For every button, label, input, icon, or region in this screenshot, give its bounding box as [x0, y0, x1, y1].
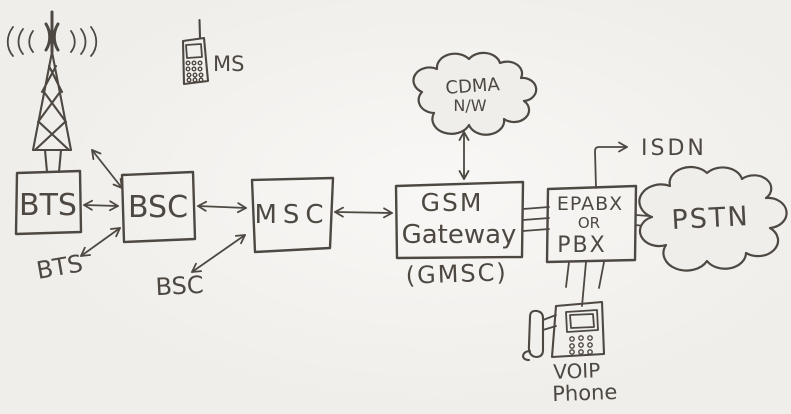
- voip-keypad: [569, 335, 593, 355]
- tower-lattice-icon: [31, 50, 73, 174]
- arrow-msc-other-bsc: [191, 234, 246, 273]
- pstn-cloud: [638, 165, 788, 272]
- arrow-bts-bsc: [83, 199, 119, 212]
- isdn-label: ISDN: [641, 136, 707, 161]
- antenna-dipole-icon: [44, 10, 60, 54]
- trunk-gsm-epabx: [522, 206, 550, 232]
- bts-neighbor-label: BTS: [34, 249, 85, 285]
- arrow-bsc-other-bts-lower: [80, 227, 121, 257]
- epabx-label-line3: PBX: [557, 233, 606, 258]
- voip-label-line2: Phone: [552, 380, 618, 406]
- lines-epabx-voip: [565, 261, 605, 307]
- msc-label: MSC: [254, 200, 329, 230]
- epabx-label-line2: OR: [578, 214, 600, 232]
- voip-handset: [522, 309, 545, 362]
- cdma-cloud: [412, 51, 538, 136]
- arrow-msc-gsm-gateway: [334, 206, 393, 219]
- gsm-gateway-label-line2: Gateway: [402, 220, 517, 250]
- radio-waves-left-icon: [6, 26, 34, 57]
- epabx-label-line1: EPABX: [557, 193, 623, 215]
- bsc-label: BSC: [128, 190, 188, 225]
- ms-phone-body: [181, 36, 210, 86]
- voip-body: [550, 300, 606, 359]
- bsc-neighbor-label: BSC: [155, 271, 204, 301]
- arrow-bsc-other-bts-upper: [91, 149, 123, 189]
- gmsc-caption: (GMSC): [405, 258, 508, 290]
- ms-phone-screen: [185, 43, 203, 59]
- arrow-epabx-isdn: [594, 141, 628, 189]
- ms-phone-keypad: [185, 60, 204, 83]
- voip-phone-icon: [522, 300, 606, 362]
- pstn-label: PSTN: [671, 201, 751, 236]
- voip-label-line1: VOIP: [553, 358, 601, 384]
- cdma-label-line1: CDMA: [445, 74, 501, 99]
- bts-label: BTS: [19, 188, 77, 223]
- bts-antenna-tower: [6, 10, 98, 174]
- cdma-label-line2: N/W: [453, 96, 486, 115]
- ms-label: MS: [213, 52, 244, 76]
- arrow-bsc-msc: [197, 200, 247, 214]
- msc-box: [250, 176, 335, 254]
- gsm-gateway-label-line1: GSM: [421, 188, 484, 217]
- voip-display: [565, 309, 599, 333]
- radio-waves-right-icon: [70, 26, 98, 57]
- ms-phone-icon: [181, 18, 210, 86]
- ms-phone-antenna: [198, 18, 202, 40]
- epabx-box: [545, 184, 638, 264]
- gsm-gateway-box: [394, 180, 525, 260]
